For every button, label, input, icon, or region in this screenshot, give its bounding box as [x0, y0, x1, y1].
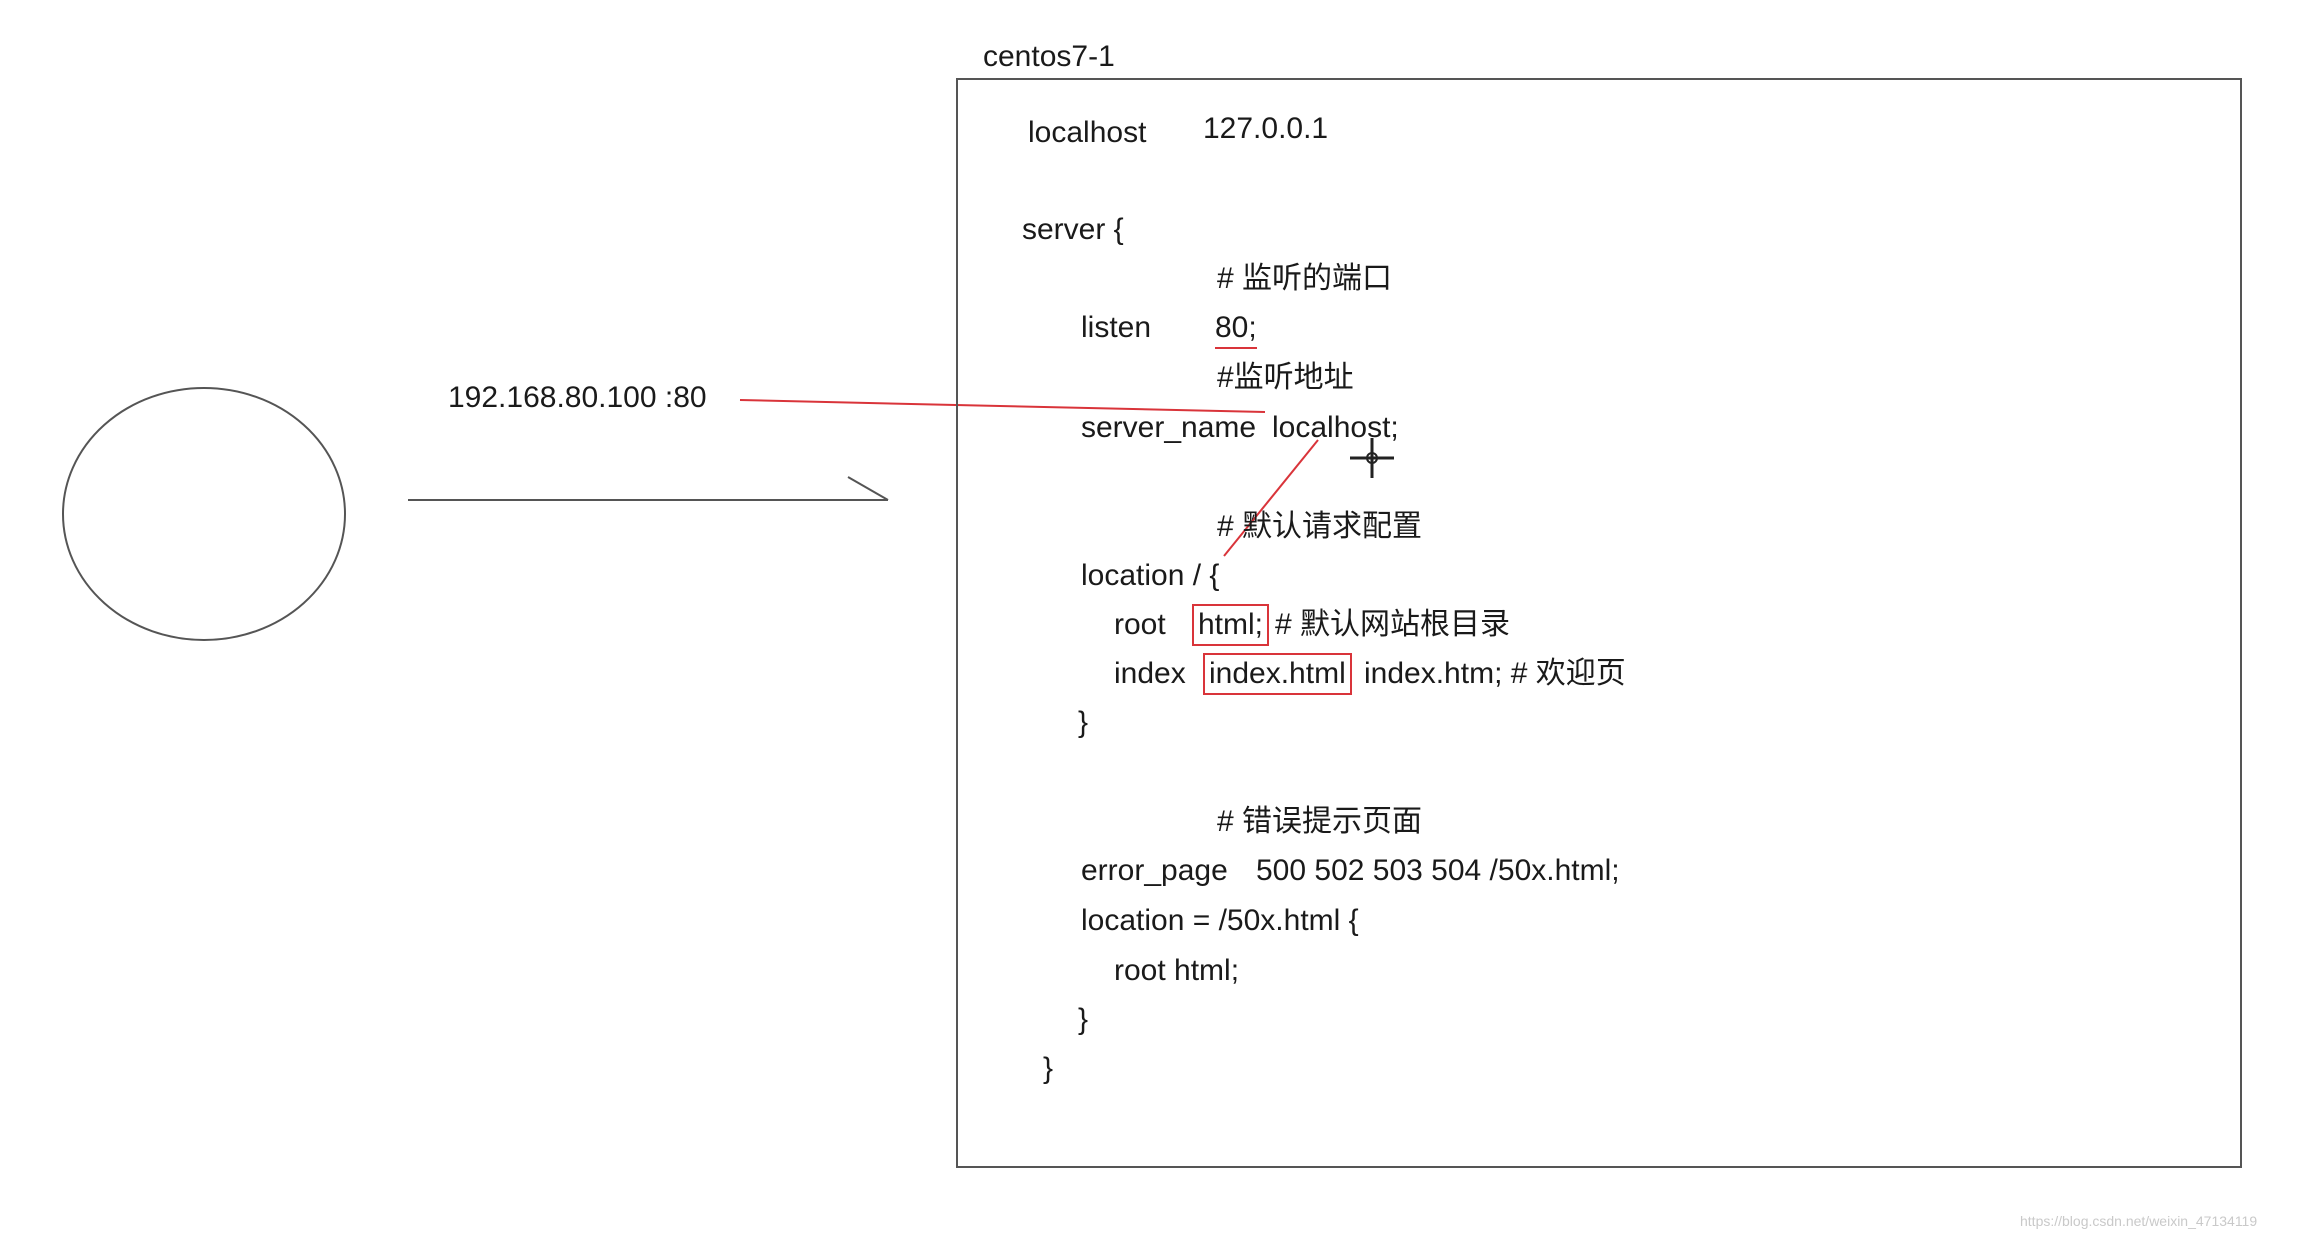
location-close: }: [1078, 706, 1089, 739]
listen-key: listen: [1081, 311, 1152, 344]
request-arrow-head: [847, 476, 889, 501]
server-name-key: server_name: [1081, 411, 1257, 444]
root-comment: # 默认网站根目录: [1275, 608, 1511, 641]
index-key: index: [1114, 657, 1186, 690]
hosts-ip: 127.0.0.1: [1203, 112, 1329, 145]
client-circle: [62, 387, 346, 641]
client-address: 192.168.80.100 :80: [448, 381, 707, 414]
location-50x-close: }: [1078, 1003, 1089, 1036]
box-title: centos7-1: [983, 40, 1115, 73]
address-link-line: [739, 399, 1266, 413]
watermark: https://blog.csdn.net/weixin_47134119: [2020, 1213, 2258, 1229]
location-link-line: [1223, 439, 1319, 557]
comment-listen: # 监听的端口: [1217, 262, 1393, 295]
server-name-value: localhost;: [1272, 411, 1399, 444]
server-open: server {: [1022, 213, 1124, 246]
error-page-value: 500 502 503 504 /50x.html;: [1256, 854, 1620, 887]
error-page-key: error_page: [1081, 854, 1228, 887]
server-close: }: [1043, 1052, 1054, 1085]
index-rest: index.htm; # 欢迎页: [1364, 657, 1626, 690]
server-box: [956, 78, 2242, 1168]
location-50x-open: location = /50x.html {: [1081, 904, 1359, 937]
listen-value: 80;: [1215, 313, 1257, 349]
root-50x: root html;: [1114, 954, 1240, 987]
location-open: location / {: [1081, 559, 1220, 592]
root-value: html;: [1191, 604, 1270, 646]
index-value: index.html: [1203, 653, 1352, 695]
root-key: root: [1114, 608, 1166, 641]
comment-error: # 错误提示页面: [1217, 805, 1423, 838]
comment-address: #监听地址: [1217, 361, 1354, 394]
cursor-crosshair-icon: [1350, 438, 1394, 478]
hosts-name: localhost: [1028, 116, 1147, 149]
comment-default: # 默认请求配置: [1217, 510, 1423, 543]
